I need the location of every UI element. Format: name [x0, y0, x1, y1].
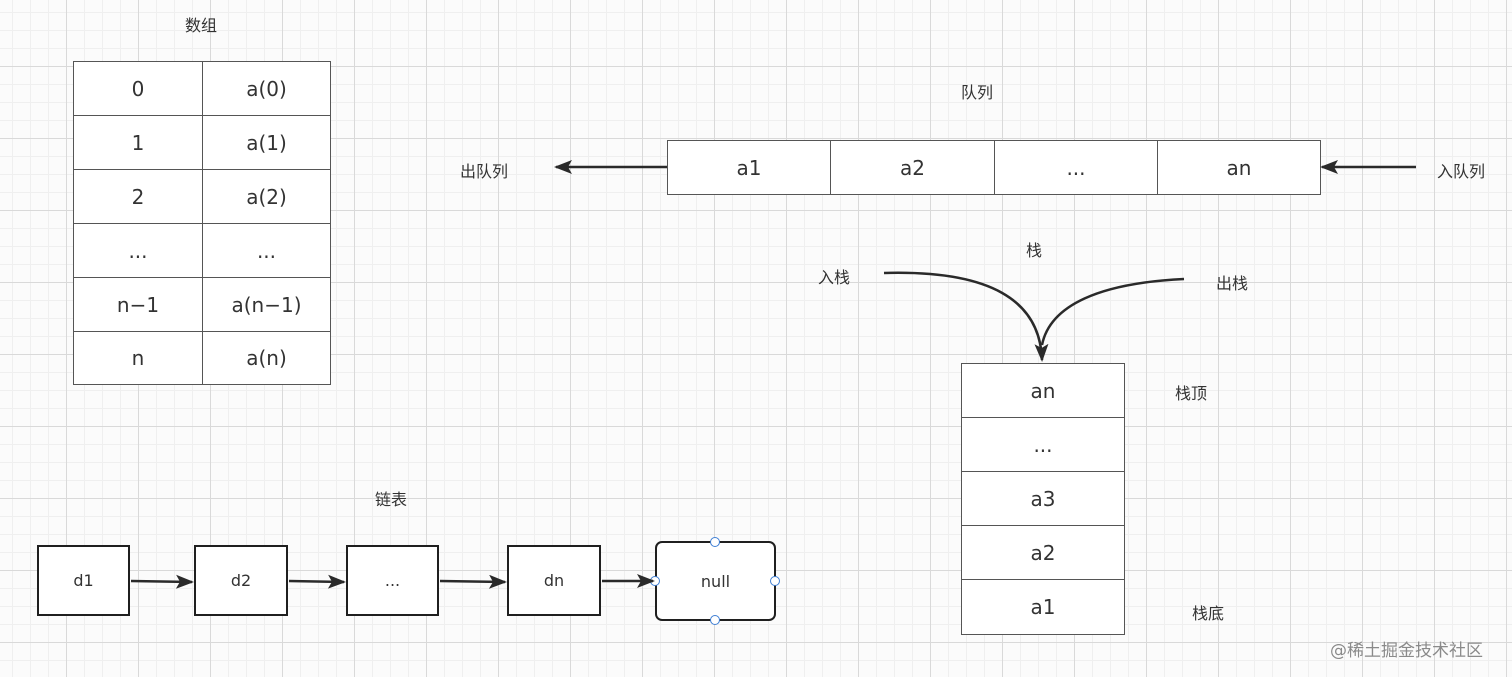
stack-cell[interactable]: a1: [961, 579, 1125, 635]
array-value-cell[interactable]: a(0): [202, 61, 331, 116]
queue-cell[interactable]: a1: [667, 140, 831, 195]
list-link-arrow[interactable]: [439, 574, 507, 589]
array-index-cell[interactable]: n−1: [73, 277, 203, 332]
array-value-cell[interactable]: a(n): [202, 331, 331, 385]
enqueue-label: 入队列: [1437, 162, 1486, 181]
array-index-cell[interactable]: 1: [73, 115, 203, 170]
array-index-cell[interactable]: n: [73, 331, 203, 385]
stack-bottom-label: 栈底: [1192, 604, 1225, 623]
queue-cell[interactable]: an: [1157, 140, 1321, 195]
queue-cell[interactable]: a2: [830, 140, 995, 195]
array-value-cell[interactable]: a(1): [202, 115, 331, 170]
selection-handle-top[interactable]: [710, 537, 720, 547]
array-index-cell[interactable]: 2: [73, 169, 203, 224]
queue-title: 队列: [961, 83, 994, 102]
list-link-arrow[interactable]: [130, 574, 194, 589]
stack-cell[interactable]: a3: [961, 471, 1125, 526]
list-node[interactable]: ...: [346, 545, 439, 616]
queue-cell[interactable]: ...: [994, 140, 1158, 195]
stack-cell[interactable]: ...: [961, 417, 1125, 472]
selection-handle-right[interactable]: [770, 576, 780, 586]
stack-title: 栈: [1026, 241, 1043, 260]
linked-list-title: 链表: [375, 490, 408, 509]
watermark-text: @稀土掘金技术社区: [1330, 641, 1483, 661]
push-label: 入栈: [818, 268, 851, 287]
stack-top-label: 栈顶: [1175, 384, 1208, 403]
stack-cell[interactable]: a2: [961, 525, 1125, 580]
push-arrow[interactable]: [883, 271, 1049, 362]
selection-handle-bottom[interactable]: [710, 615, 720, 625]
list-node[interactable]: d1: [37, 545, 130, 616]
dequeue-label: 出队列: [460, 162, 509, 181]
list-link-arrow[interactable]: [288, 574, 346, 589]
array-index-cell[interactable]: ...: [73, 223, 203, 278]
pop-arrow[interactable]: [1040, 277, 1185, 346]
array-title: 数组: [185, 16, 218, 35]
pop-label: 出栈: [1216, 274, 1249, 293]
array-value-cell[interactable]: a(2): [202, 169, 331, 224]
list-node[interactable]: d2: [194, 545, 288, 616]
list-node[interactable]: dn: [507, 545, 601, 616]
array-value-cell[interactable]: ...: [202, 223, 331, 278]
